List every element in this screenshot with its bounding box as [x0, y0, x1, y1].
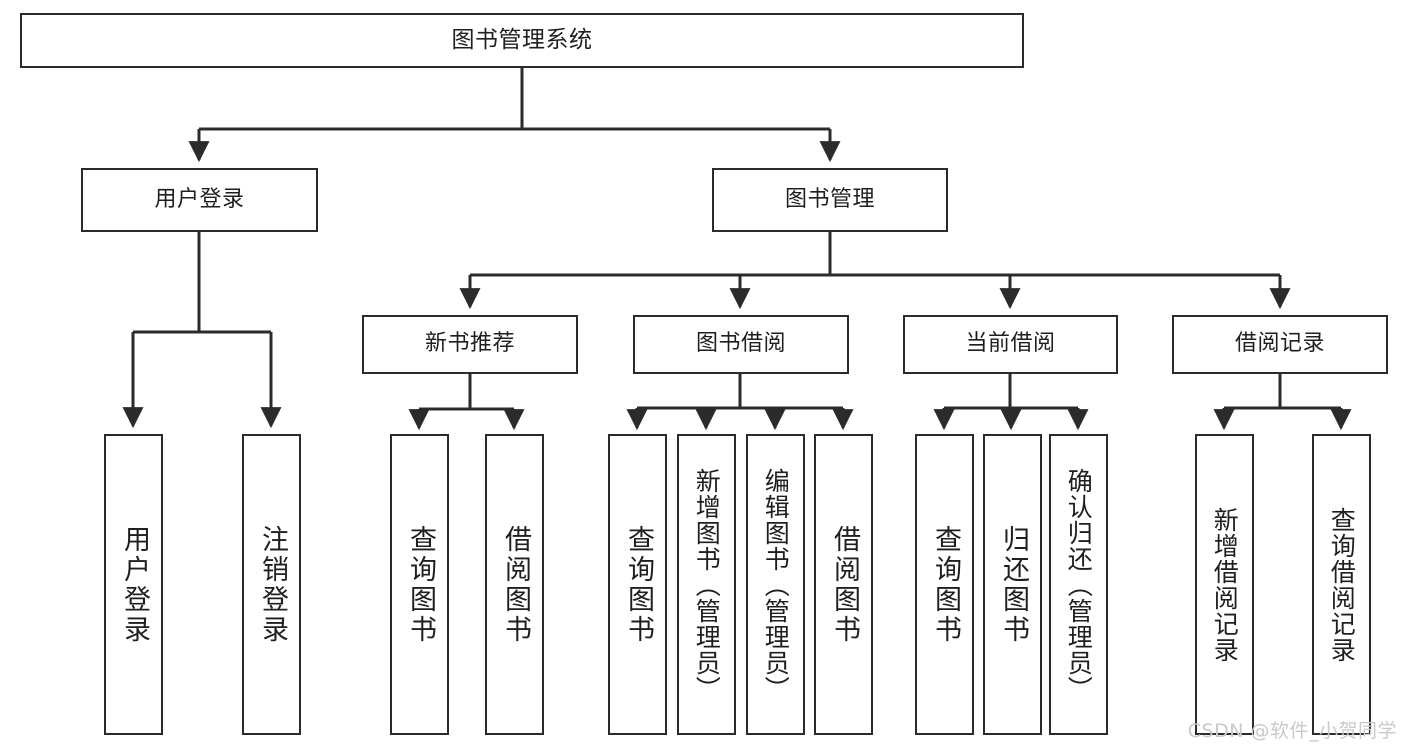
leaf-current-borrow-confirm-return[interactable]: 确认归还（管理员） [1049, 434, 1108, 735]
node-root-system[interactable]: 图书管理系统 [20, 13, 1024, 68]
leaf-user-login-signin[interactable]: 用户登录 [104, 434, 163, 735]
watermark: CSDN @软件_小贺同学 [1187, 720, 1397, 742]
node-label: 确认归还（管理员） [1064, 467, 1094, 702]
leaf-book-borrow-borrow[interactable]: 借阅图书 [814, 434, 873, 735]
node-label: 图书管理 [784, 186, 875, 212]
node-label: 注销登录 [256, 524, 288, 645]
leaf-borrow-record-query[interactable]: 查询借阅记录 [1312, 434, 1371, 735]
leaf-book-borrow-edit[interactable]: 编辑图书（管理员） [746, 434, 805, 735]
leaf-current-borrow-query[interactable]: 查询图书 [915, 434, 974, 735]
node-label: 查询图书 [929, 524, 961, 645]
leaf-borrow-record-add[interactable]: 新增借阅记录 [1195, 434, 1254, 735]
node-label: 用户登录 [118, 524, 150, 645]
leaf-current-borrow-return[interactable]: 归还图书 [983, 434, 1042, 735]
node-label: 编辑图书（管理员） [761, 467, 791, 702]
node-label: 借阅图书 [828, 524, 860, 645]
node-label: 图书借阅 [695, 331, 786, 357]
node-new-book-recommend[interactable]: 新书推荐 [362, 315, 578, 374]
node-label: 归还图书 [997, 524, 1029, 645]
node-label: 当前借阅 [965, 331, 1056, 357]
node-label: 借阅图书 [499, 524, 531, 645]
node-label: 图书管理系统 [451, 26, 593, 53]
node-label: 查询图书 [622, 524, 654, 645]
leaf-new-book-borrow[interactable]: 借阅图书 [485, 434, 544, 735]
node-label: 新增图书（管理员） [692, 467, 722, 702]
node-label: 查询借阅记录 [1327, 506, 1357, 663]
node-label: 查询图书 [404, 524, 436, 645]
node-current-borrow[interactable]: 当前借阅 [903, 315, 1118, 374]
node-label: 新增借阅记录 [1210, 506, 1240, 663]
node-book-borrow[interactable]: 图书借阅 [633, 315, 849, 374]
node-book-management[interactable]: 图书管理 [712, 168, 948, 232]
node-label: 用户登录 [154, 186, 245, 212]
leaf-new-book-query[interactable]: 查询图书 [390, 434, 449, 735]
leaf-book-borrow-add[interactable]: 新增图书（管理员） [677, 434, 736, 735]
leaf-user-login-signout[interactable]: 注销登录 [242, 434, 301, 735]
node-borrow-record[interactable]: 借阅记录 [1172, 315, 1388, 374]
node-user-login[interactable]: 用户登录 [81, 168, 318, 232]
node-label: 借阅记录 [1234, 331, 1325, 357]
node-label: 新书推荐 [424, 331, 515, 357]
leaf-book-borrow-query[interactable]: 查询图书 [608, 434, 667, 735]
